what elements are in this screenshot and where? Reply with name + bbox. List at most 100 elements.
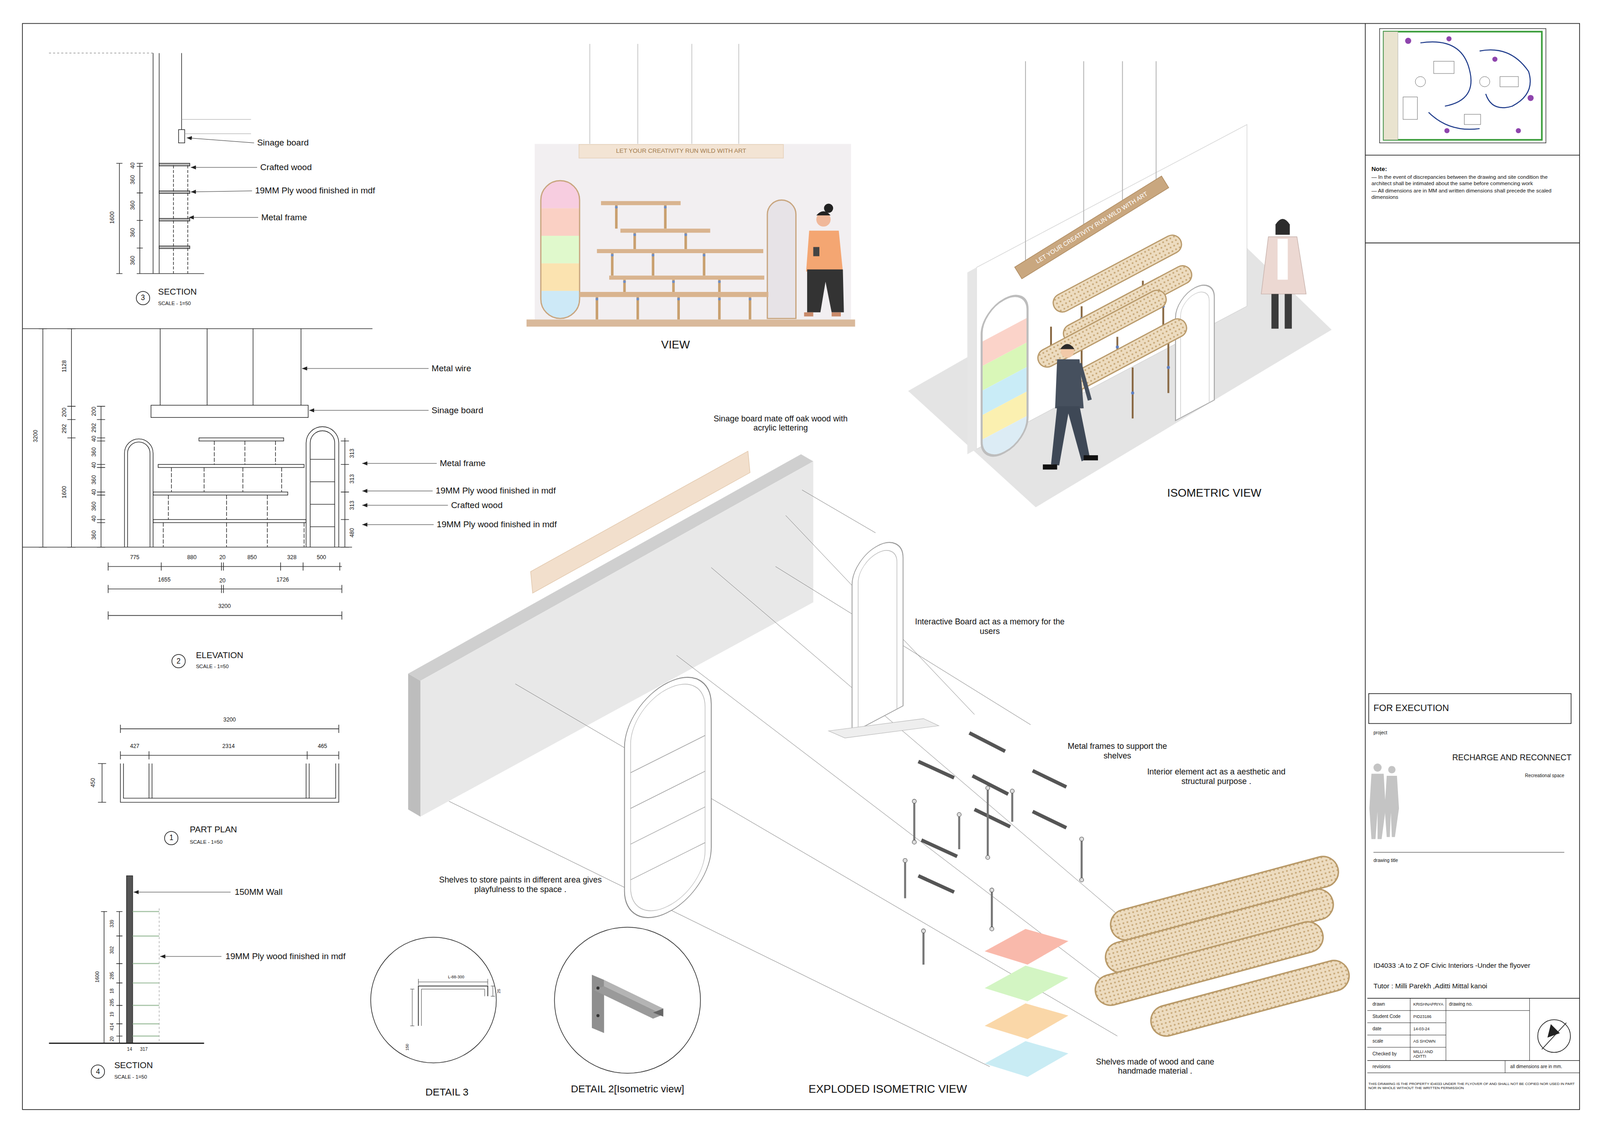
circle-shape — [912, 839, 917, 845]
scale-note: SCALE - 1=50 — [189, 838, 223, 845]
line-shape — [362, 463, 437, 464]
line-shape — [802, 489, 876, 533]
g-shape — [1092, 852, 1353, 1040]
line-shape — [108, 565, 342, 567]
rect-shape — [1383, 31, 1543, 140]
circle-shape — [1415, 76, 1426, 87]
g-shape — [22, 23, 1580, 1109]
annotation-label: scale — [1372, 1038, 1384, 1044]
line-shape — [42, 328, 43, 548]
path-shape — [340, 440, 349, 548]
rect-shape — [1433, 61, 1455, 74]
dimension-text: 285 — [109, 971, 115, 980]
box-outline — [579, 144, 784, 158]
circle-shape — [1479, 76, 1490, 87]
line-shape — [173, 165, 174, 274]
view-title: ELEVATION — [196, 650, 244, 661]
path-shape — [589, 43, 739, 144]
polygon-shape — [591, 974, 605, 1033]
view-title: SECTION — [114, 1060, 154, 1071]
dimension-text: 3200 — [32, 429, 39, 442]
dimension-text: 360 — [90, 501, 98, 512]
path-shape — [120, 724, 339, 733]
rect-shape — [1042, 464, 1057, 470]
note-text: — In the event of discrepancies between … — [1371, 173, 1568, 187]
circle-shape — [1166, 365, 1171, 369]
line-shape — [515, 683, 1118, 1036]
dimension-text: 480 — [348, 528, 356, 538]
path-shape — [1175, 277, 1215, 421]
rect-shape — [159, 163, 190, 166]
circle-shape — [1515, 128, 1521, 134]
circle-shape — [596, 1014, 600, 1018]
path-shape — [310, 459, 335, 527]
path-shape — [132, 911, 160, 1036]
line-shape — [48, 52, 153, 54]
dimension-text: 20 — [219, 577, 226, 584]
rect-shape — [153, 491, 288, 496]
rect-shape — [981, 415, 1028, 465]
circle-shape — [1131, 391, 1135, 395]
path-shape — [120, 763, 339, 803]
note-text: — All dimensions are in MM and written d… — [1371, 187, 1568, 200]
line-shape — [108, 615, 342, 616]
line-shape — [1367, 997, 1580, 999]
circle-outline — [554, 926, 701, 1073]
line-shape — [1367, 1072, 1580, 1073]
annotation-label: Metal wire — [431, 363, 472, 374]
annotation-label: Checked by — [1372, 1051, 1397, 1057]
line-shape — [300, 328, 302, 406]
rect-shape — [526, 319, 856, 327]
path-shape — [852, 532, 904, 733]
path-shape — [116, 911, 123, 1044]
rect-shape — [579, 291, 769, 297]
path-shape — [1428, 112, 1480, 130]
path-shape — [120, 750, 339, 760]
circle-shape — [989, 926, 995, 931]
dimension-text: 40 — [129, 162, 136, 169]
circle-shape — [1492, 56, 1498, 62]
line-shape — [362, 524, 434, 525]
rect-shape — [159, 245, 190, 249]
rect-shape — [1284, 294, 1292, 329]
dimension-text: 3200 — [218, 602, 231, 610]
g-shape — [905, 787, 1082, 965]
circle-shape — [1079, 836, 1084, 841]
polygon-shape — [828, 718, 939, 739]
line-shape — [48, 1042, 204, 1044]
path-shape — [1275, 218, 1290, 235]
path-shape — [1060, 343, 1075, 349]
circle-outline — [91, 1064, 105, 1078]
path-shape — [1420, 41, 1471, 107]
detail-circle: DETAIL 3L-88-30025150 — [370, 936, 497, 1063]
view-title: SECTION — [158, 286, 197, 297]
circle-shape — [718, 280, 721, 284]
dimension-text: 465 — [317, 742, 328, 750]
callout-circle: 3SECTIONSCALE - 1=50 — [135, 290, 151, 306]
dimension-text: 313 — [348, 473, 356, 484]
circle-shape — [672, 280, 675, 284]
scale-note: SCALE - 1=50 — [196, 663, 229, 670]
status-box: FOR EXECUTION — [1368, 693, 1572, 724]
dimension-text: 25 — [496, 988, 502, 994]
line-shape — [1367, 1046, 1446, 1048]
rect-shape — [620, 228, 711, 233]
rect-shape — [150, 405, 309, 418]
circle-shape — [912, 798, 917, 803]
annotation-label: Recreational space — [1525, 772, 1565, 779]
circle-shape — [677, 297, 680, 301]
callout-number: 1 — [169, 833, 174, 842]
circle-outline — [136, 291, 150, 305]
path-shape — [1369, 773, 1386, 839]
path-shape — [490, 985, 495, 996]
rect-shape — [1383, 31, 1399, 140]
rect-shape — [813, 247, 820, 257]
path-shape — [136, 163, 143, 274]
dimension-text: 427 — [129, 742, 140, 750]
line-shape — [449, 801, 990, 1067]
g-shape — [408, 450, 1353, 1077]
line-shape — [187, 165, 188, 274]
g-shape — [48, 52, 259, 274]
g-shape — [918, 732, 1067, 892]
circle-shape — [633, 233, 637, 237]
